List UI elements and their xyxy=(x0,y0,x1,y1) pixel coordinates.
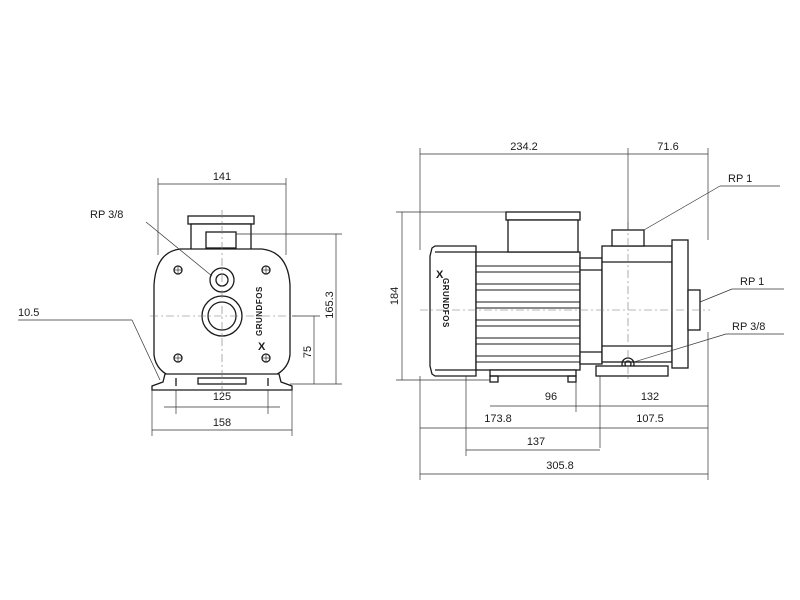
side-pump-housing xyxy=(601,245,673,363)
dim-side-feet-span: 137 xyxy=(527,436,545,448)
front-label-rp38: RP 3/8 xyxy=(90,209,123,221)
front-dimensions: 141 165.3 75 125 158 10.5 RP 3/8 xyxy=(18,171,342,436)
side-dimensions: 234.2 71.6 184 96 132 173.8 107.5 137 30… xyxy=(389,141,784,480)
dim-side-outlet-offset: 71.6 xyxy=(657,141,678,153)
side-logo-mark: X xyxy=(436,269,444,281)
front-view: GRUNDFOS X xyxy=(150,210,296,392)
side-base xyxy=(489,369,577,377)
front-terminal-box-lid xyxy=(187,215,255,225)
side-logo: GRUNDFOS xyxy=(441,278,450,328)
side-label-inlet: RP 1 xyxy=(740,276,764,288)
side-motor-end-cap xyxy=(429,245,477,377)
side-view: GRUNDFOS X xyxy=(420,211,710,383)
front-bolt-bl xyxy=(173,353,183,363)
dim-front-base-width: 158 xyxy=(213,417,231,429)
front-terminal-window xyxy=(205,231,237,249)
dim-front-total-height: 165.3 xyxy=(324,291,336,319)
front-bolt-tr xyxy=(261,265,271,275)
dim-front-foot-thickness: 10.5 xyxy=(18,307,39,319)
front-logo: GRUNDFOS xyxy=(255,286,264,336)
dim-side-total-length: 305.8 xyxy=(546,460,574,472)
front-logo-mark: X xyxy=(258,341,266,353)
dim-front-shaft-height: 75 xyxy=(302,346,314,358)
dim-side-pump-length: 107.5 xyxy=(636,413,664,425)
side-label-drain: RP 3/8 xyxy=(732,321,765,333)
side-adapter xyxy=(579,257,603,365)
side-label-outlet: RP 1 xyxy=(728,173,752,185)
dim-side-motor-to-pump: 173.8 xyxy=(484,413,512,425)
dim-front-top-width: 141 xyxy=(213,171,231,183)
dim-side-total-height: 184 xyxy=(389,287,401,305)
side-terminal-box-lid xyxy=(505,211,581,221)
side-pump-end-cover xyxy=(671,239,689,369)
dim-front-bolt-spacing: 125 xyxy=(213,391,231,403)
side-motor-body xyxy=(475,251,581,371)
side-motor-fins xyxy=(476,265,580,363)
dim-side-foot-right: 132 xyxy=(641,391,659,403)
dim-side-motor-length: 234.2 xyxy=(510,141,538,153)
front-bolt-tl xyxy=(173,265,183,275)
dim-side-foot-left: 96 xyxy=(545,391,557,403)
front-bolt-br xyxy=(261,353,271,363)
side-terminal-box xyxy=(507,219,579,253)
